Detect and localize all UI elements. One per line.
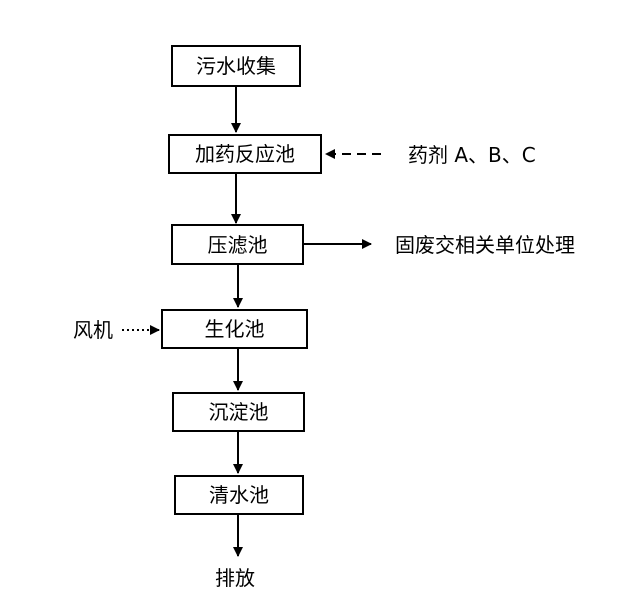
node-settle: 沉淀池 xyxy=(172,392,305,432)
node-collect: 污水收集 xyxy=(171,45,301,87)
node-filter: 压滤池 xyxy=(171,224,304,265)
node-dosing: 加药反应池 xyxy=(168,134,322,174)
reagents-label: 药剂 A、B、C xyxy=(408,143,536,167)
discharge-label: 排放 xyxy=(215,566,255,590)
node-clear: 清水池 xyxy=(174,475,304,515)
blower-label: 风机 xyxy=(73,318,113,342)
solid-waste-label: 固废交相关单位处理 xyxy=(395,233,575,257)
node-bio: 生化池 xyxy=(161,309,308,349)
